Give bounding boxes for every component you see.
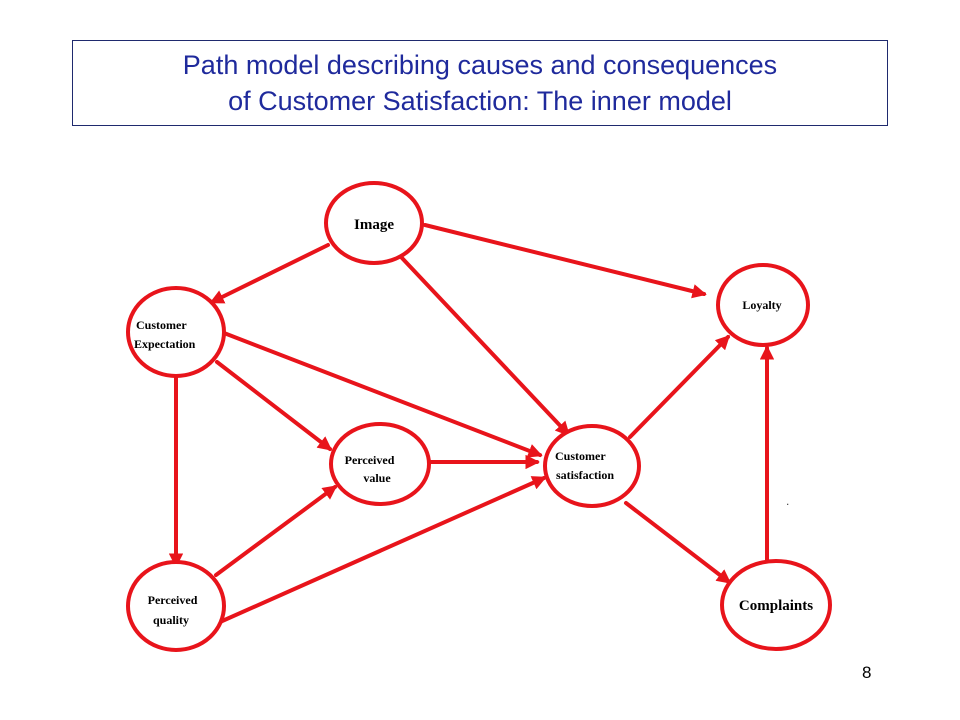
label-perceived-quality-line-2: quality: [153, 613, 189, 627]
edges: [168, 223, 775, 624]
label-perceived-quality: Perceived quality: [148, 593, 201, 627]
page-number: 8: [862, 663, 872, 682]
label-image: Image: [354, 217, 394, 233]
label-loyalty: Loyalty: [742, 298, 781, 312]
node-customer-expectation: [126, 286, 226, 378]
edge-quality-to-value: [214, 485, 338, 577]
node-perceived-value: [329, 422, 431, 506]
label-complaints: Complaints: [739, 598, 813, 614]
label-customer-satisfaction: Customer satisfaction: [555, 449, 614, 482]
label-image-line-1: Image: [354, 217, 394, 233]
edge-expectation-to-satisfaction: [222, 331, 543, 458]
label-perceived-value-line-1: Perceived: [345, 453, 395, 467]
label-loyalty-line-1: Loyalty: [742, 298, 781, 312]
label-complaints-line-1: Complaints: [739, 598, 813, 614]
edge-image-to-satisfaction: [400, 256, 570, 437]
edge-expectation-to-value: [215, 360, 333, 451]
node-loyalty: [716, 263, 810, 347]
label-customer-expectation: Customer Expectation: [134, 318, 196, 351]
label-customer-satisfaction-line-2: satisfaction: [556, 468, 614, 482]
label-perceived-value: Perceived value: [345, 453, 398, 485]
title-line-2: of Customer Satisfaction: The inner mode…: [228, 86, 732, 116]
node-labels: Image Customer Expectation Perceived val…: [134, 217, 813, 627]
node-perceived-quality: [126, 560, 226, 652]
label-customer-expectation-line-2: Expectation: [134, 337, 196, 351]
edge-satisfaction-to-loyalty: [628, 334, 731, 439]
edge-image-to-expectation: [209, 243, 330, 304]
label-customer-expectation-line-1: Customer: [136, 318, 187, 332]
edge-quality-to-satisfaction: [218, 476, 547, 624]
stray-mark: .: [786, 494, 789, 508]
node-image: [324, 181, 424, 265]
edge-image-to-loyalty: [423, 223, 707, 299]
node-customer-satisfaction: [543, 424, 641, 508]
node-complaints: [720, 559, 832, 651]
edge-satisfaction-to-complaints: [624, 501, 732, 584]
nodes: [126, 181, 832, 652]
label-perceived-value-line-2: value: [363, 471, 391, 485]
title-box: Path model describing causes and consequ…: [72, 40, 888, 126]
label-customer-satisfaction-line-1: Customer: [555, 449, 606, 463]
title-line-1: Path model describing causes and consequ…: [182, 50, 778, 80]
label-perceived-quality-line-1: Perceived: [148, 593, 198, 607]
